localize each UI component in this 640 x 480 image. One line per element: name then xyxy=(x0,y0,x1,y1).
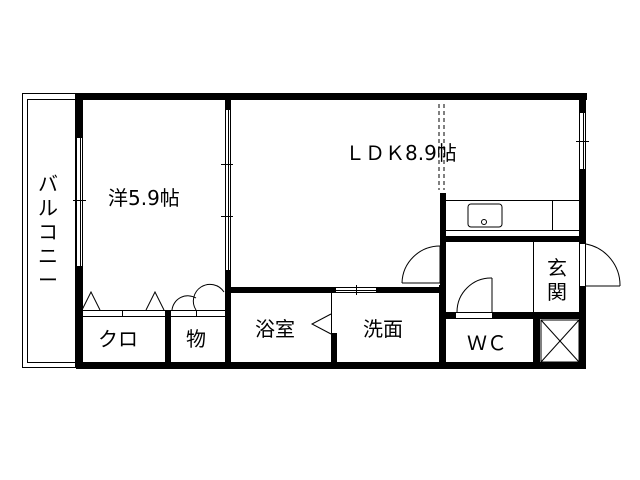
window-balcony xyxy=(76,138,83,266)
counter-divider xyxy=(552,200,553,230)
closet-door-line xyxy=(83,316,225,317)
wall-wc-right xyxy=(533,312,540,365)
wall-bath-wash-thin xyxy=(331,293,332,333)
closet-door-divider xyxy=(196,310,197,316)
wall-right xyxy=(579,93,586,369)
room-label-closet: クロ xyxy=(98,327,138,351)
room-label-entrance: 玄関 xyxy=(547,256,567,304)
balcony-inner xyxy=(27,99,76,363)
closet-door-divider xyxy=(122,310,123,316)
wall-wc-top xyxy=(446,312,586,319)
window-tick xyxy=(73,200,86,201)
wall-kitchen-left xyxy=(440,193,446,293)
counter-line xyxy=(446,200,580,201)
door-tick xyxy=(221,216,233,217)
room-label-western: 洋5.9帖 xyxy=(108,186,180,210)
room-label-storage: 物 xyxy=(186,327,206,351)
room-label-washroom: 洗面 xyxy=(363,317,403,341)
entrance-divider xyxy=(533,242,534,312)
window-tick xyxy=(576,141,589,142)
wall-top xyxy=(76,93,587,100)
wall-wash-right xyxy=(439,287,446,365)
wall-bottom xyxy=(76,362,586,369)
balcony-outer xyxy=(22,93,76,368)
room-label-ldk: ＬＤＫ8.9帖 xyxy=(345,141,457,165)
balcony-label: バルコニー xyxy=(38,172,58,292)
room-label-bath: 浴室 xyxy=(255,317,295,341)
door-tick xyxy=(356,285,357,295)
sliding-door-western-ldk xyxy=(225,110,231,270)
room-label-toilet: ＷＣ xyxy=(467,331,507,355)
door-wc-opening xyxy=(456,312,492,319)
wall-kitchen-bottom xyxy=(440,236,586,242)
door-tick xyxy=(221,164,233,165)
closet-door-line xyxy=(83,310,225,311)
wall-bath-wash xyxy=(331,333,337,365)
counter-line xyxy=(446,230,580,231)
door-entrance-opening xyxy=(579,244,586,286)
wall-hall-left xyxy=(439,285,446,293)
wall-closet-storage xyxy=(165,310,171,365)
